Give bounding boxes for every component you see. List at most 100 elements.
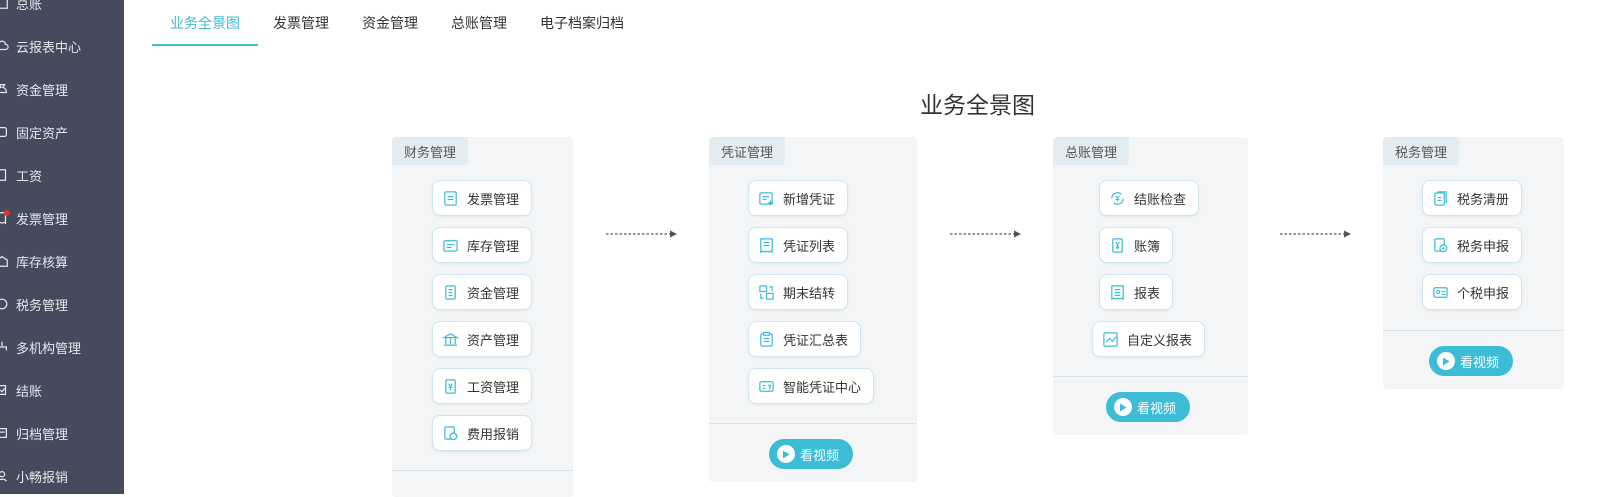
report-icon	[1108, 283, 1126, 301]
reimburse-icon	[0, 468, 10, 484]
card-title: 总账管理	[1053, 137, 1130, 165]
sidebar-item-inventory[interactable]: 库存核算	[0, 241, 124, 281]
sidebar-item-label: 税务管理	[16, 298, 69, 314]
cloud-report-icon	[0, 38, 10, 54]
ledger-custom-report-button[interactable]: 自定义报表	[1092, 321, 1206, 357]
finance-asset-button[interactable]: 资产管理	[432, 321, 533, 357]
multi-org-icon	[0, 339, 10, 355]
bank-icon	[441, 330, 459, 348]
salary-icon	[0, 167, 10, 183]
sidebar-item-cloud-report[interactable]: 云报表中心	[0, 26, 124, 66]
ledger-report-button[interactable]: 报表	[1099, 274, 1174, 310]
book-icon	[1108, 236, 1126, 254]
tab-bar: 业务全景图 发票管理 资金管理 总账管理 电子档案归档	[152, 0, 657, 46]
refresh-yuan-icon	[1108, 189, 1126, 207]
ledger-icon	[0, 0, 10, 11]
salary-icon	[441, 377, 459, 395]
sidebar-item-label: 工资	[16, 169, 43, 185]
sidebar-item-label: 总账	[16, 0, 43, 13]
card-finance: 财务管理 发票管理 库存管理 资金管理 资产管理 工资管理 费用报销	[392, 137, 573, 497]
tab-invoice[interactable]: 发票管理	[273, 16, 329, 32]
sidebar-item-label: 归档管理	[16, 427, 69, 443]
card-divider	[709, 423, 917, 424]
finance-invoice-button[interactable]: 发票管理	[432, 180, 533, 216]
card-title: 税务管理	[1383, 137, 1460, 165]
sidebar-item-label: 云报表中心	[16, 40, 82, 56]
tax-icon	[0, 296, 10, 312]
notification-dot	[4, 210, 10, 216]
voucher-summary-button[interactable]: 凭证汇总表	[748, 321, 862, 357]
flow-arrow	[950, 230, 1021, 238]
card-tax: 税务管理 税务清册 税务申报 个税申报 看视频	[1383, 137, 1564, 389]
sidebar-item-reimburse[interactable]: 小畅报销	[0, 456, 124, 496]
sidebar: 总账 云报表中心 资金管理 固定资产 工资 发票管理 库存核算 税务管理 多机构…	[0, 0, 124, 494]
finance-fund-button[interactable]: 资金管理	[432, 274, 533, 310]
tax-watch-video-button[interactable]: 看视频	[1429, 346, 1514, 376]
new-voucher-icon	[757, 189, 775, 207]
play-icon	[1437, 352, 1455, 370]
tab-overview[interactable]: 业务全景图	[152, 0, 258, 46]
sidebar-item-label: 多机构管理	[16, 341, 82, 357]
smart-voucher-icon	[757, 377, 775, 395]
fund-icon	[441, 283, 459, 301]
inventory-icon	[441, 236, 459, 254]
card-divider	[1053, 376, 1248, 377]
sidebar-item-ledger[interactable]: 总账	[0, 0, 124, 23]
card-ledger: 总账管理 结账检查 账簿 报表 自定义报表 看视频	[1053, 137, 1248, 435]
transfer-icon	[757, 283, 775, 301]
archive-icon	[0, 425, 10, 441]
finance-inventory-button[interactable]: 库存管理	[432, 227, 533, 263]
sidebar-item-label: 资金管理	[16, 83, 69, 99]
tab-ledger[interactable]: 总账管理	[451, 16, 507, 32]
play-icon	[777, 445, 795, 463]
sidebar-item-label: 发票管理	[16, 212, 69, 228]
checkout-icon	[0, 382, 10, 398]
sidebar-item-archive[interactable]: 归档管理	[0, 413, 124, 453]
flow-arrow	[1280, 230, 1351, 238]
sidebar-item-label: 小畅报销	[16, 470, 69, 486]
asset-icon	[0, 124, 10, 140]
list-icon	[757, 236, 775, 254]
register-icon	[1431, 189, 1449, 207]
expense-icon	[441, 424, 459, 442]
ledger-close-check-button[interactable]: 结账检查	[1099, 180, 1200, 216]
ledger-books-button[interactable]: 账簿	[1099, 227, 1174, 263]
tax-register-button[interactable]: 税务清册	[1422, 180, 1523, 216]
card-divider	[1383, 330, 1564, 331]
main-content: 业务全景图 发票管理 资金管理 总账管理 电子档案归档 业务全景图 财务管理 发…	[124, 0, 1606, 497]
sidebar-item-salary[interactable]: 工资	[0, 155, 124, 195]
flow-arrow	[606, 230, 677, 238]
card-divider	[392, 470, 573, 471]
voucher-watch-video-button[interactable]: 看视频	[769, 439, 854, 469]
sidebar-item-checkout[interactable]: 结账	[0, 370, 124, 410]
tab-e-archive[interactable]: 电子档案归档	[540, 16, 624, 32]
personal-tax-button[interactable]: 个税申报	[1422, 274, 1523, 310]
page-title: 业务全景图	[920, 93, 1035, 119]
invoice-icon	[441, 189, 459, 207]
tax-declare-button[interactable]: 税务申报	[1422, 227, 1523, 263]
warehouse-icon	[0, 253, 10, 269]
declare-icon	[1431, 236, 1449, 254]
clipboard-icon	[757, 330, 775, 348]
voucher-new-button[interactable]: 新增凭证	[748, 180, 849, 216]
voucher-smart-center-button[interactable]: 智能凭证中心	[748, 368, 875, 404]
sidebar-item-fixed-asset[interactable]: 固定资产	[0, 112, 124, 152]
finance-salary-button[interactable]: 工资管理	[432, 368, 533, 404]
play-icon	[1114, 398, 1132, 416]
sidebar-item-label: 固定资产	[16, 126, 69, 142]
finance-expense-button[interactable]: 费用报销	[432, 415, 533, 451]
card-title: 凭证管理	[709, 137, 786, 165]
sidebar-item-invoice[interactable]: 发票管理	[0, 198, 124, 238]
sidebar-item-label: 结账	[16, 384, 43, 400]
tab-fund[interactable]: 资金管理	[362, 16, 418, 32]
money-bag-icon	[0, 81, 10, 97]
card-voucher: 凭证管理 新增凭证 凭证列表 期末结转 凭证汇总表 智能凭证中心 看视频	[709, 137, 917, 482]
voucher-period-end-button[interactable]: 期末结转	[748, 274, 849, 310]
card-title: 财务管理	[392, 137, 469, 165]
ledger-watch-video-button[interactable]: 看视频	[1106, 392, 1191, 422]
voucher-list-button[interactable]: 凭证列表	[748, 227, 849, 263]
sidebar-item-tax[interactable]: 税务管理	[0, 284, 124, 324]
id-card-icon	[1431, 283, 1449, 301]
sidebar-item-multi-org[interactable]: 多机构管理	[0, 327, 124, 367]
sidebar-item-fund[interactable]: 资金管理	[0, 69, 124, 109]
